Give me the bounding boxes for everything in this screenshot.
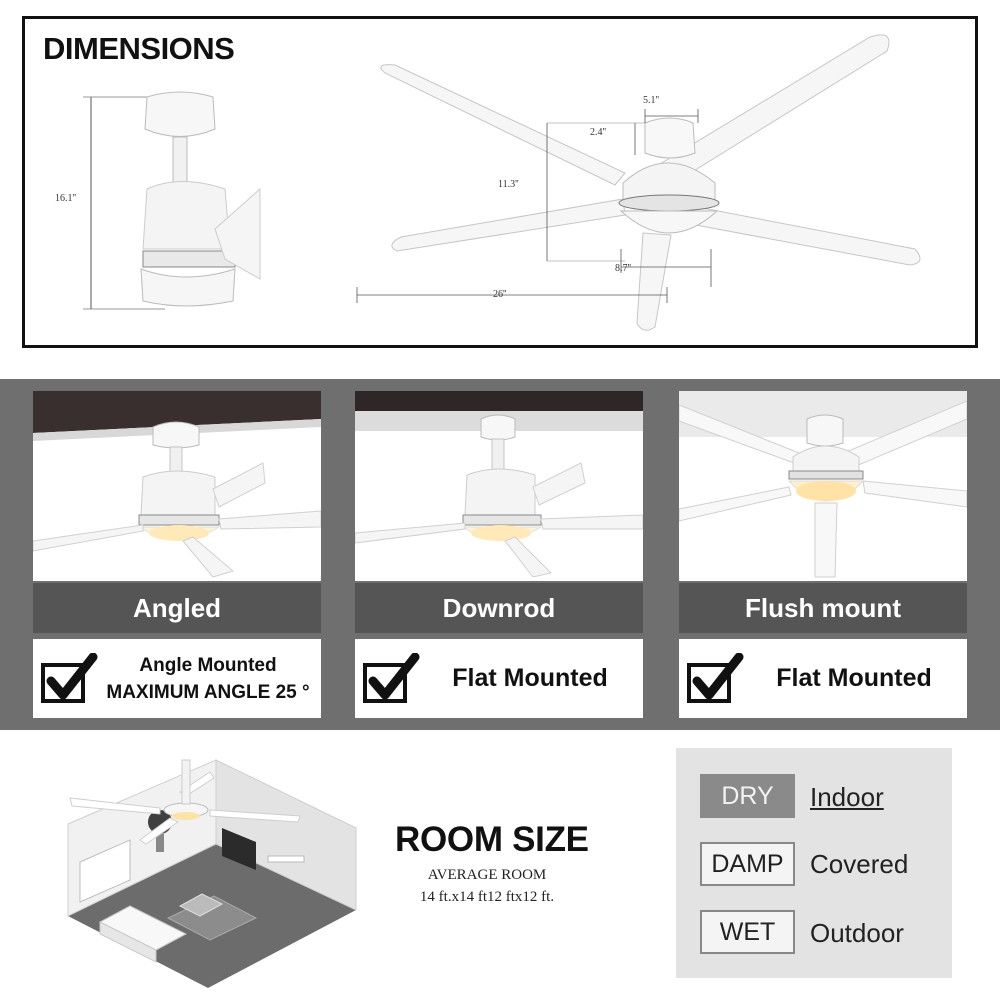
mount-options-band: Angled Angle Mounted MAXIMUM ANGLE 25 ° [0, 379, 1000, 730]
room-size-subtitle: AVERAGE ROOM [427, 867, 547, 883]
mount-desc-angled: Angle Mounted MAXIMUM ANGLE 25 ° [99, 639, 317, 718]
flush-mount-photo [679, 391, 967, 581]
room-illustration [67, 759, 357, 988]
mount-card-flush: Flush mount Flat Mounted [679, 391, 967, 718]
rating-badge-damp: DAMP [700, 842, 795, 886]
mount-card-downrod: Downrod Flat Mounted [355, 391, 643, 718]
room-size-dimensions: 14 ft.x14 ft12 ftx12 ft. [419, 889, 555, 905]
mount-title-downrod: Downrod [355, 583, 643, 633]
light-width-label: 8.7'' [615, 263, 632, 274]
room-size-title: ROOM SIZE [395, 820, 589, 859]
angled-mount-photo [33, 391, 321, 581]
fan-front-view-illustration [356, 34, 921, 331]
mount-desc-line1: Flat Mounted [452, 664, 608, 692]
canopy-width-label: 5.1'' [643, 95, 660, 106]
mount-desc-line2: MAXIMUM ANGLE 25 ° [106, 681, 310, 703]
mount-desc-flush: Flat Mounted [745, 639, 963, 718]
mount-title-flush: Flush mount [679, 583, 967, 633]
mount-card-angled: Angled Angle Mounted MAXIMUM ANGLE 25 ° [33, 391, 321, 718]
mount-check-row-flush: Flat Mounted [679, 639, 967, 718]
location-rating-panel: DRY Indoor DAMP Covered WET Outdoor [676, 748, 952, 978]
mount-desc-line1: Flat Mounted [776, 664, 932, 692]
rating-badge-dry: DRY [700, 774, 795, 818]
dimensions-panel: DIMENSIONS 16.1'' [22, 16, 978, 348]
dimensions-title: DIMENSIONS [43, 31, 235, 66]
mount-check-row-angled: Angle Mounted MAXIMUM ANGLE 25 ° [33, 639, 321, 718]
total-height-label: 16.1'' [55, 193, 77, 204]
fan-height-label: 11.3'' [498, 179, 519, 190]
mount-check-row-downrod: Flat Mounted [355, 639, 643, 718]
mount-desc-downrod: Flat Mounted [421, 639, 639, 718]
checkbox-checked-icon [363, 652, 421, 705]
checkbox-checked-icon [687, 652, 745, 705]
rating-badge-wet: WET [700, 910, 795, 954]
rating-label-outdoor: Outdoor [810, 918, 904, 948]
mount-title-angled: Angled [33, 583, 321, 633]
downrod-mount-photo [355, 391, 643, 581]
blade-radius-label: 26'' [493, 289, 507, 300]
room-size-subtitle-block: AVERAGE ROOM 14 ft.x14 ft12 ftx12 ft. [392, 864, 582, 908]
canopy-height-label: 2.4'' [590, 127, 607, 138]
checkbox-checked-icon [41, 652, 99, 705]
fan-side-view-illustration [83, 91, 261, 310]
rating-label-indoor: Indoor [810, 782, 884, 812]
mount-desc-line1: Angle Mounted [139, 654, 277, 676]
rating-label-covered: Covered [810, 849, 909, 879]
